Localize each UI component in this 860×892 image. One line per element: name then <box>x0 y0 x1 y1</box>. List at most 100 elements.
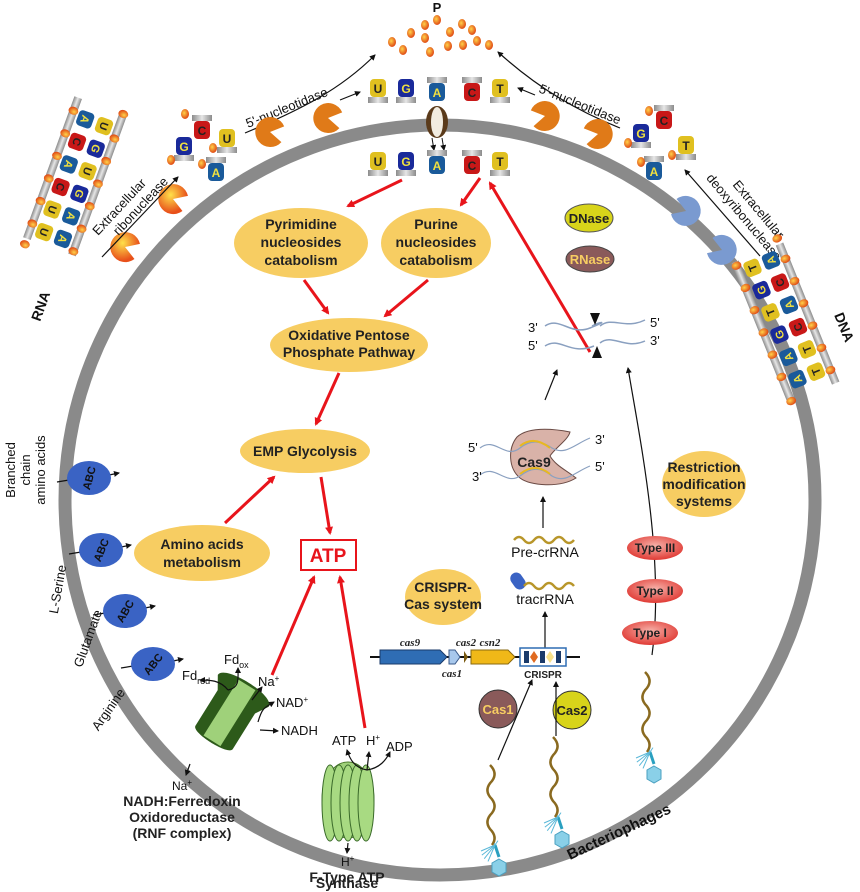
svg-text:T: T <box>746 262 760 273</box>
dna-end-3-bottom: 3' <box>650 333 660 348</box>
phosphate-dot <box>468 25 476 35</box>
phosphate-dot <box>388 37 396 47</box>
metabolic-arrows <box>223 177 592 729</box>
phosphate-dot <box>198 159 206 169</box>
ribonuclease-enzyme <box>158 184 188 215</box>
rna-base: U <box>35 222 54 242</box>
amino-line1: Amino acids <box>160 536 243 552</box>
na-in-label: Na+ <box>258 674 280 689</box>
phosphate-dot <box>167 155 175 165</box>
dna-end-5-top: 5' <box>650 315 660 330</box>
nucleotide-inside: T <box>490 152 510 176</box>
dna-base: T <box>797 340 817 359</box>
synthase-title-line1: F-Type ATP <box>309 869 384 885</box>
abc-label: ABC <box>81 465 99 491</box>
cas9-end-5-top: 5' <box>468 440 478 455</box>
nucleotide-letter: C <box>198 124 207 138</box>
svg-text:G: G <box>755 284 769 296</box>
cas1-label: Cas1 <box>482 702 513 717</box>
svg-text:G: G <box>71 187 85 199</box>
nucleotidase-arrow-right-n <box>517 87 536 96</box>
synthase-adp-label: ADP <box>386 739 413 754</box>
nucleoside-channel <box>426 106 448 151</box>
rnf-title-line2: Oxidoreductase <box>129 809 235 825</box>
nucleotidase-enzyme <box>255 117 285 148</box>
nucleotide-letter: G <box>401 155 410 169</box>
rna-label: RNA <box>28 289 53 323</box>
dna-base: C <box>770 273 790 292</box>
abc-transporter: ABC <box>120 647 184 681</box>
abc-substrate-label: L-Serine <box>46 564 69 615</box>
pathway-amino-acids: Amino acids metabolism <box>134 525 270 581</box>
cas9-end-3-top: 3' <box>595 432 605 447</box>
gene-label-csn2: csn2 <box>480 637 501 649</box>
rnf-title-line3: (RNF complex) <box>133 825 232 841</box>
svg-text:amino acids: amino acids <box>33 435 48 505</box>
gene-label-cas1: cas1 <box>442 668 462 680</box>
gene-label-cas9: cas9 <box>400 637 421 649</box>
svg-text:L-Serine: L-Serine <box>46 564 69 615</box>
svg-text:U: U <box>44 203 58 215</box>
svg-text:A: A <box>782 351 796 363</box>
atp-label: ATP <box>310 546 347 567</box>
nucleotidase-enzyme <box>530 101 560 132</box>
free-dna-nucleotide: T <box>676 136 696 160</box>
svg-text:T: T <box>801 343 815 354</box>
svg-text:Type I: Type I <box>633 626 667 640</box>
phosphate-dot <box>426 47 434 57</box>
nucleotidase-enzyme <box>583 119 613 150</box>
nucleotide-letter: T <box>682 139 690 153</box>
gene-csn2 <box>470 649 516 665</box>
nucleotide-outside: T <box>490 79 510 103</box>
phosphate-dot <box>624 138 632 148</box>
rnf-complex: Fdred Fdox Na+ NAD+ NADH Na+ NADH:Ferred… <box>123 652 318 841</box>
na-out-label: Na+ <box>172 778 192 793</box>
tracrrna-label: tracrRNA <box>516 591 574 607</box>
dna-base: A <box>788 369 807 389</box>
dna-base: A <box>761 251 781 270</box>
gene-label-cas2: cas2 <box>456 637 477 649</box>
nucleotidase-arrow-left-n <box>339 91 361 101</box>
phosphate-dot <box>637 157 645 167</box>
svg-text:G: G <box>88 142 102 154</box>
crispr-cas-system: CRISPR- Cas system <box>404 569 482 625</box>
cas9-to-dna-arrow <box>544 369 558 401</box>
nuclease-enzymes <box>110 101 737 265</box>
free-dna-nucleotide: A <box>644 156 664 180</box>
synthase-h-label: H+ <box>366 733 380 748</box>
svg-text:Type II: Type II <box>636 584 673 598</box>
dna-base: T <box>743 258 762 278</box>
dna-base: T <box>806 362 826 381</box>
cas2-badge: Cas2 <box>552 690 592 730</box>
nucleotide-outside: G <box>396 79 416 103</box>
rnase-label: RNase <box>570 252 610 267</box>
nucleotide-letter: U <box>374 155 383 169</box>
svg-text:A: A <box>77 113 91 125</box>
svg-text:chain: chain <box>18 454 33 485</box>
svg-text:Branched: Branched <box>3 442 18 498</box>
svg-text:A: A <box>61 158 75 170</box>
free-rna-nucleotide: G <box>174 137 194 161</box>
nucleotide-letter: C <box>468 159 477 173</box>
nucleotide-letter: C <box>468 86 477 100</box>
free-rna-nucleotide: U <box>217 129 237 153</box>
restriction-types: Type III Type II Type I <box>622 536 683 645</box>
ppp-line1: Oxidative Pentose <box>288 327 410 343</box>
bacteriophage <box>543 736 570 849</box>
rna-base: U <box>94 117 114 136</box>
synthase-title-line2: Synthase <box>316 875 378 891</box>
rna-base: G <box>86 139 105 158</box>
restriction-line1: Restriction <box>667 459 740 475</box>
cleaved-dna: 3' 5' 5' 3' <box>528 313 660 358</box>
restriction-to-dna-arrow <box>625 367 657 656</box>
pyrimidine-line3: catabolism <box>264 252 337 268</box>
purine-line1: Purine <box>414 216 458 232</box>
svg-text:T: T <box>810 366 824 377</box>
svg-text:Type III: Type III <box>635 541 675 555</box>
nucleotide-letter: A <box>212 166 221 180</box>
deoxyribonuclease-enzyme <box>671 195 701 226</box>
cas2-label: Cas2 <box>556 703 587 718</box>
